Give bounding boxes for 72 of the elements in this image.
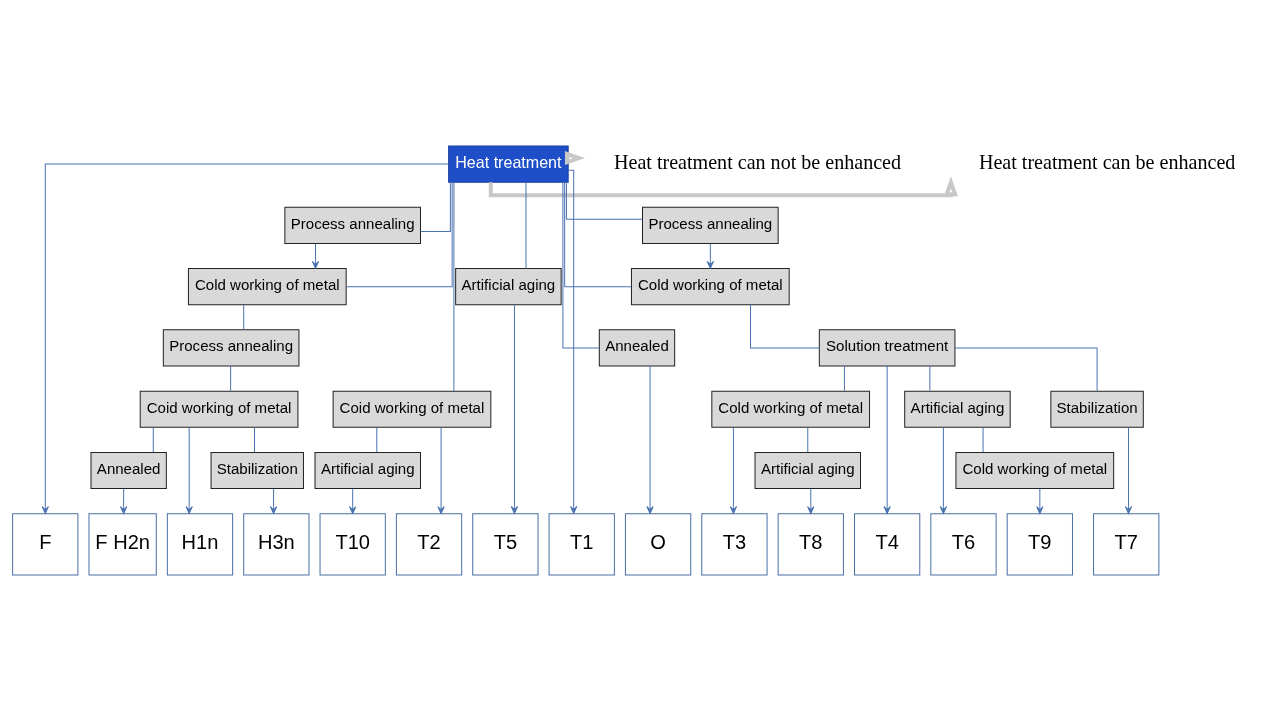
node-box: H1n xyxy=(166,512,234,575)
node-box: T4 xyxy=(854,512,921,575)
node-box: T10 xyxy=(319,512,386,575)
node-box: T8 xyxy=(777,512,844,575)
arrow xyxy=(1036,487,1044,514)
arrow xyxy=(510,303,519,514)
node-text: Heat treatment can not be enhanced xyxy=(613,150,902,173)
node-box: Process annealing xyxy=(284,206,421,244)
connector xyxy=(565,181,643,220)
node-text: Heat treatment can be enhanced xyxy=(978,150,1236,173)
arrow xyxy=(311,242,320,269)
connector xyxy=(562,181,600,348)
node-box: Cold working of metal xyxy=(630,267,790,305)
connector xyxy=(843,365,845,391)
connector xyxy=(453,181,455,391)
arrow xyxy=(706,242,714,269)
arrow xyxy=(729,426,738,514)
node-box: Stabilization xyxy=(210,451,304,489)
node-box: Annealed xyxy=(598,328,676,367)
node-box: Solution treatment xyxy=(818,328,956,367)
node-box: Process annealing xyxy=(642,206,779,244)
connector xyxy=(954,346,1098,391)
node-box: Coid working of metal xyxy=(332,390,492,428)
node-box: Cold working of metal xyxy=(187,267,347,305)
connector xyxy=(982,426,984,453)
node-box: Artificial aging xyxy=(754,451,861,489)
node-box: T3 xyxy=(701,512,768,575)
node-box: Artificial aging xyxy=(314,451,421,489)
node-box: Process annealing xyxy=(162,328,300,367)
node-box: Stabilization xyxy=(1050,390,1144,428)
node-box: Cold working of metal xyxy=(711,390,871,428)
node-box: Artificial aging xyxy=(455,267,562,305)
arrow xyxy=(119,487,128,514)
arrow xyxy=(939,426,948,514)
node-box: T6 xyxy=(930,512,997,575)
arrow xyxy=(807,487,815,514)
arrow xyxy=(41,163,449,514)
arrow xyxy=(564,150,586,165)
arrow xyxy=(349,487,357,514)
connector xyxy=(564,181,632,287)
connector xyxy=(807,426,809,453)
connector xyxy=(929,365,931,391)
node-box: T9 xyxy=(1006,512,1073,575)
node-box: Coid working of metal xyxy=(139,390,299,428)
node-box: F H2n xyxy=(88,512,157,575)
node-box: Artificial aging xyxy=(904,390,1011,428)
connector xyxy=(525,181,527,269)
node-box: T2 xyxy=(395,512,463,575)
connector xyxy=(254,426,255,453)
arrow xyxy=(883,365,891,514)
arrow xyxy=(1124,426,1133,514)
node-box: Annealed xyxy=(90,451,167,489)
connector xyxy=(750,304,820,348)
arrow xyxy=(646,365,654,514)
node-box: Cold working of metal xyxy=(955,451,1115,489)
node-box: O xyxy=(624,512,692,575)
arrow xyxy=(185,426,193,514)
connector xyxy=(243,304,245,330)
connector xyxy=(152,426,154,453)
connector xyxy=(420,181,451,232)
connector xyxy=(230,365,232,391)
node-box: F xyxy=(12,512,79,575)
arrow xyxy=(269,487,278,514)
node-box: H3n xyxy=(243,512,310,575)
node-box: T5 xyxy=(472,512,539,575)
connector xyxy=(376,426,378,453)
arrow xyxy=(437,426,445,514)
arrow xyxy=(488,175,958,197)
arrow xyxy=(568,169,578,514)
node-box: T7 xyxy=(1093,512,1160,575)
node-box: T1 xyxy=(548,512,615,575)
connector xyxy=(345,181,453,287)
